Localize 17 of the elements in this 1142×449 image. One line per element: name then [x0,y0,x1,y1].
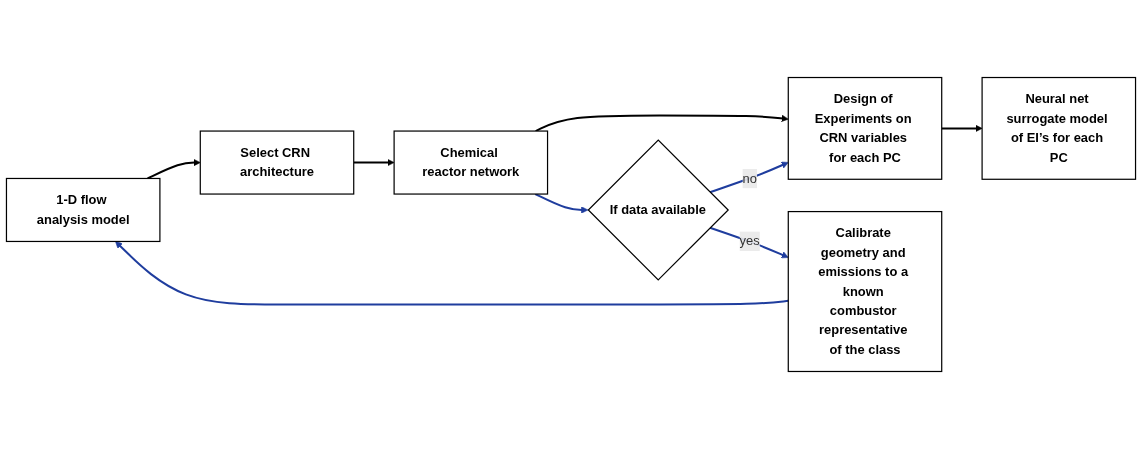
node-box: Select CRN architecture [199,130,355,195]
node-box: Chemical reactor network [393,130,549,195]
node-box: Design of Experiments on CRN variables for each PC [787,76,943,180]
arrow [941,124,983,132]
arrow [147,159,201,180]
node-box: Calibrate geometry and emissions to a known combustor representative of the class [787,210,943,373]
arrow [709,161,789,194]
edge-label: no [742,171,757,186]
arrow [115,241,789,306]
edge-label: yes [739,234,760,248]
node-diamond: If data available [587,139,730,281]
arrow [353,159,395,167]
node-box: 1-D flow analysis model [5,177,161,243]
node-box: Neural net surrogate model of EI’s for each PC [981,76,1137,180]
arrow [535,114,789,132]
arrow [709,226,789,259]
arrow [534,193,589,214]
